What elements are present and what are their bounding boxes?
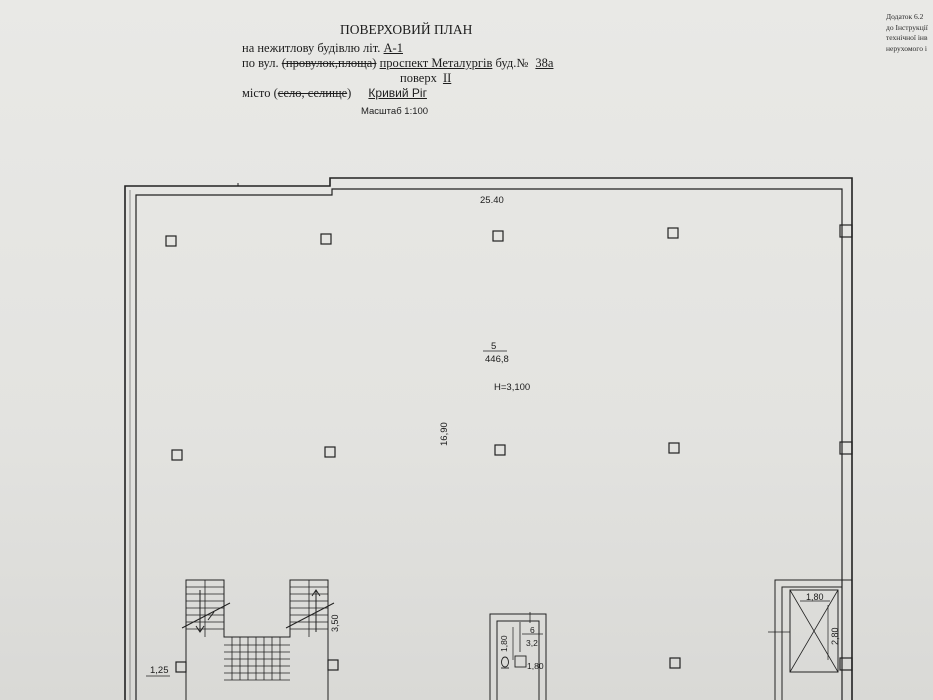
inner-wall bbox=[135, 188, 843, 700]
appendix-note: Додаток 6.2 до Інструкції технічної інв … bbox=[886, 12, 933, 54]
appendix-line-4: нерухомого і bbox=[886, 43, 927, 53]
appendix-line-3: технічної інв bbox=[886, 33, 928, 42]
shaft bbox=[768, 579, 852, 700]
building-prefix: на нежитлову будівлю літ. bbox=[242, 41, 381, 55]
column bbox=[175, 661, 187, 673]
column bbox=[320, 233, 332, 245]
plan-title: ПОВЕРХОВИЙ ПЛАН bbox=[340, 22, 473, 37]
shaft-width: 1,80 bbox=[806, 592, 824, 602]
room-6-width: 1,80 bbox=[527, 661, 544, 671]
city-struck-text: село, селище bbox=[277, 86, 348, 100]
column bbox=[494, 444, 506, 456]
floor-number: II bbox=[442, 71, 452, 85]
house-number: 38а bbox=[535, 56, 554, 70]
room-6-number: 6 bbox=[530, 625, 535, 635]
ceiling-height: H=3,100 bbox=[494, 382, 530, 393]
building-letter: А-1 bbox=[383, 41, 403, 55]
street-prefix: по вул. bbox=[242, 56, 279, 70]
room-5-area: 446,8 bbox=[485, 354, 509, 365]
staircase bbox=[181, 579, 335, 700]
room-6-height: 1,80 bbox=[499, 635, 509, 652]
column bbox=[165, 235, 177, 247]
appendix-line-2: до Інструкції bbox=[886, 22, 928, 32]
city-label: місто ( bbox=[242, 86, 278, 100]
city-name: Кривий Ріг bbox=[368, 86, 427, 100]
stair-dimension: 3,50 bbox=[330, 614, 340, 632]
appendix-line-1: Додаток 6.2 bbox=[886, 12, 924, 21]
width-dimension: 25.40 bbox=[480, 195, 504, 206]
corner-dimension: 1,25 bbox=[150, 665, 169, 676]
room-5-number: 5 bbox=[491, 341, 496, 352]
column bbox=[492, 230, 504, 242]
city-paren: ) bbox=[347, 86, 352, 100]
column bbox=[324, 446, 336, 458]
room-6-area: 3,2 bbox=[526, 638, 538, 648]
room-6 bbox=[489, 612, 547, 700]
height-dimension: 16,90 bbox=[439, 422, 450, 446]
street-struck-text: (провулок,площа) bbox=[281, 56, 377, 70]
column bbox=[668, 442, 680, 454]
outer-wall bbox=[124, 177, 853, 700]
column bbox=[327, 659, 339, 671]
column bbox=[171, 449, 183, 461]
building-line: на нежитлову будівлю літ. А-1 bbox=[242, 41, 403, 56]
window-block bbox=[839, 657, 853, 671]
floor-label: поверх bbox=[400, 71, 437, 85]
window-block bbox=[839, 441, 853, 455]
street-line: по вул. (провулок,площа) проспект Металу… bbox=[242, 56, 553, 71]
window-block bbox=[839, 224, 853, 238]
shaft-height: 2,80 bbox=[830, 627, 840, 645]
column bbox=[669, 657, 681, 669]
scale-label: Масштаб 1:100 bbox=[361, 106, 429, 117]
street-name: проспект Металургів bbox=[379, 56, 493, 70]
floor-line: поверх II bbox=[400, 71, 451, 86]
house-number-label: буд.№ bbox=[495, 56, 529, 70]
city-line: місто (село, селище) Кривий Ріг bbox=[242, 86, 427, 101]
column bbox=[667, 227, 679, 239]
